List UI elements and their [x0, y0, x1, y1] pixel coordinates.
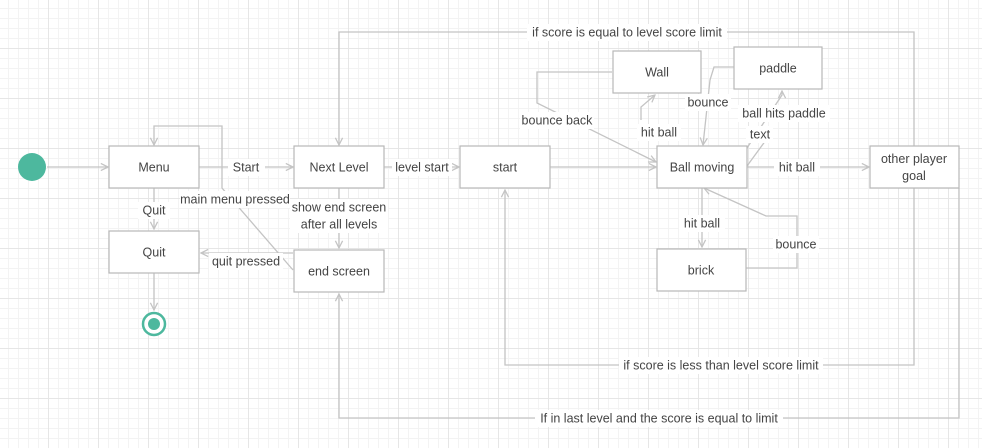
state-brick: brick — [656, 248, 747, 292]
edge-bounce-back — [536, 71, 656, 162]
initial-state — [18, 153, 46, 181]
svg-text:if score is equal to level sco: if score is equal to level score limit — [532, 26, 722, 40]
svg-text:Menu: Menu — [138, 161, 169, 175]
label-bounce-paddle: bounce — [685, 94, 731, 111]
label-bounce-brick: bounce — [773, 236, 819, 253]
label-score-less-limit: if score is less than level score limit — [619, 357, 823, 374]
svg-text:main menu pressed: main menu pressed — [180, 193, 290, 207]
label-show-end-screen: show end screen after all levels — [290, 199, 388, 233]
state-next-level: Next Level — [293, 145, 385, 189]
svg-text:if score is less than level sc: if score is less than level score limit — [623, 359, 819, 373]
label-quit: Quit — [138, 202, 170, 219]
svg-text:end screen: end screen — [308, 265, 370, 279]
svg-text:goal: goal — [902, 169, 926, 183]
edge-text — [746, 139, 767, 167]
svg-text:text: text — [750, 128, 771, 142]
svg-text:quit pressed: quit pressed — [212, 255, 280, 269]
label-level-start: level start — [392, 159, 452, 176]
svg-text:show end screen: show end screen — [292, 201, 387, 215]
svg-text:bounce back: bounce back — [522, 114, 594, 128]
state-menu: Menu — [108, 145, 200, 189]
svg-text:bounce: bounce — [687, 96, 728, 110]
label-text: text — [746, 126, 773, 143]
label-last-level-limit: If in last level and the score is equal … — [535, 410, 783, 427]
svg-text:Start: Start — [233, 161, 260, 175]
state-start: start — [459, 145, 551, 189]
label-start: Start — [228, 159, 265, 176]
svg-text:Next Level: Next Level — [309, 161, 368, 175]
edge-bounce-brick — [704, 188, 798, 269]
svg-text:paddle: paddle — [759, 62, 797, 76]
svg-text:Ball moving: Ball moving — [670, 161, 735, 175]
state-paddle: paddle — [733, 46, 823, 90]
edge-last-level-limit — [339, 188, 960, 419]
svg-text:bounce: bounce — [775, 238, 816, 252]
svg-text:hit ball: hit ball — [779, 161, 815, 175]
svg-text:Wall: Wall — [645, 66, 669, 80]
state-wall: Wall — [612, 50, 702, 94]
svg-text:Quit: Quit — [143, 204, 166, 218]
state-ball-moving: Ball moving — [656, 145, 748, 189]
svg-text:ball hits paddle: ball hits paddle — [742, 107, 825, 121]
state-quit: Quit — [108, 230, 200, 274]
label-score-equal-limit: if score is equal to level score limit — [527, 24, 727, 41]
label-quit-pressed: quit pressed — [209, 253, 283, 270]
edge-hit-ball-wall — [640, 95, 655, 120]
state-other-player-goal: other player goal — [869, 145, 960, 189]
edge-bounce-paddle — [703, 66, 736, 145]
label-hit-ball-wall: hit ball — [637, 124, 681, 141]
svg-text:other player: other player — [881, 152, 947, 166]
label-main-menu-pressed: main menu pressed — [180, 191, 290, 208]
state-end-screen: end screen — [293, 249, 385, 293]
svg-text:after all levels: after all levels — [301, 218, 377, 232]
svg-text:hit ball: hit ball — [641, 126, 677, 140]
svg-text:level start: level start — [395, 161, 449, 175]
svg-text:Quit: Quit — [143, 246, 166, 260]
label-hit-ball-goal: hit ball — [774, 159, 820, 176]
label-ball-hits-paddle: ball hits paddle — [738, 105, 830, 122]
label-hit-ball-brick: hit ball — [679, 215, 725, 232]
final-state — [141, 311, 167, 337]
svg-text:hit ball: hit ball — [684, 217, 720, 231]
edge-main-menu-pressed — [154, 125, 294, 271]
label-bounce-back: bounce back — [520, 112, 594, 129]
svg-text:start: start — [493, 161, 518, 175]
svg-text:brick: brick — [688, 264, 715, 278]
svg-text:If in last level and the score: If in last level and the score is equal … — [540, 412, 778, 426]
